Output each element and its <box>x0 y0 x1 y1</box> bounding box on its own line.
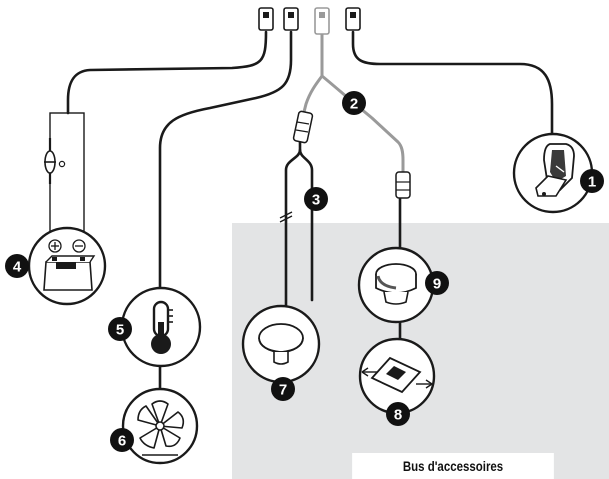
callout-9: 9 <box>425 271 449 295</box>
battery-icon <box>27 226 107 306</box>
svg-text:9: 9 <box>433 276 441 293</box>
cable-paddlewheel-b <box>298 148 314 302</box>
cable-splitter-right <box>320 74 405 174</box>
callout-7: 7 <box>271 377 295 401</box>
callout-4: 4 <box>5 254 29 278</box>
cable-paddlewheel-a <box>284 138 302 310</box>
callout-3: 3 <box>304 187 328 211</box>
connector-b-icon <box>283 7 299 31</box>
callout-6: 6 <box>110 428 134 452</box>
cable-splitter-left <box>302 74 324 114</box>
callout-2: 2 <box>342 91 366 115</box>
paddlewheel-icon <box>121 387 199 465</box>
svg-text:5: 5 <box>116 322 124 339</box>
battery-bracket <box>49 112 85 232</box>
splitter-connector-left-icon <box>292 110 314 144</box>
callout-1: 1 <box>580 169 604 193</box>
speed-sensor-icon <box>357 246 435 324</box>
svg-text:4: 4 <box>13 259 22 276</box>
mounting-plate-icon <box>358 337 436 415</box>
callout-5: 5 <box>108 317 132 341</box>
callout-8: 8 <box>386 402 410 426</box>
connector-d-icon <box>345 7 361 31</box>
connector-c-icon <box>314 7 330 35</box>
svg-text:8: 8 <box>394 407 402 424</box>
connector-a-icon <box>258 7 274 31</box>
fuse-icon <box>44 138 66 184</box>
cable-transducer <box>351 30 554 138</box>
transducer-icon <box>512 132 594 214</box>
cable-break-icon <box>279 211 293 223</box>
knob-sensor-icon <box>241 304 321 384</box>
svg-text:3: 3 <box>312 192 320 209</box>
svg-text:7: 7 <box>279 382 287 399</box>
thermometer-icon <box>120 286 202 368</box>
cable-battery <box>66 30 268 115</box>
accessory-bus-label: Bus d'accessoires <box>352 453 554 479</box>
svg-text:2: 2 <box>350 96 358 113</box>
splitter-connector-right-icon <box>395 171 411 199</box>
svg-text:1: 1 <box>588 174 596 191</box>
cable-temperature <box>158 30 293 292</box>
svg-text:6: 6 <box>118 433 126 450</box>
